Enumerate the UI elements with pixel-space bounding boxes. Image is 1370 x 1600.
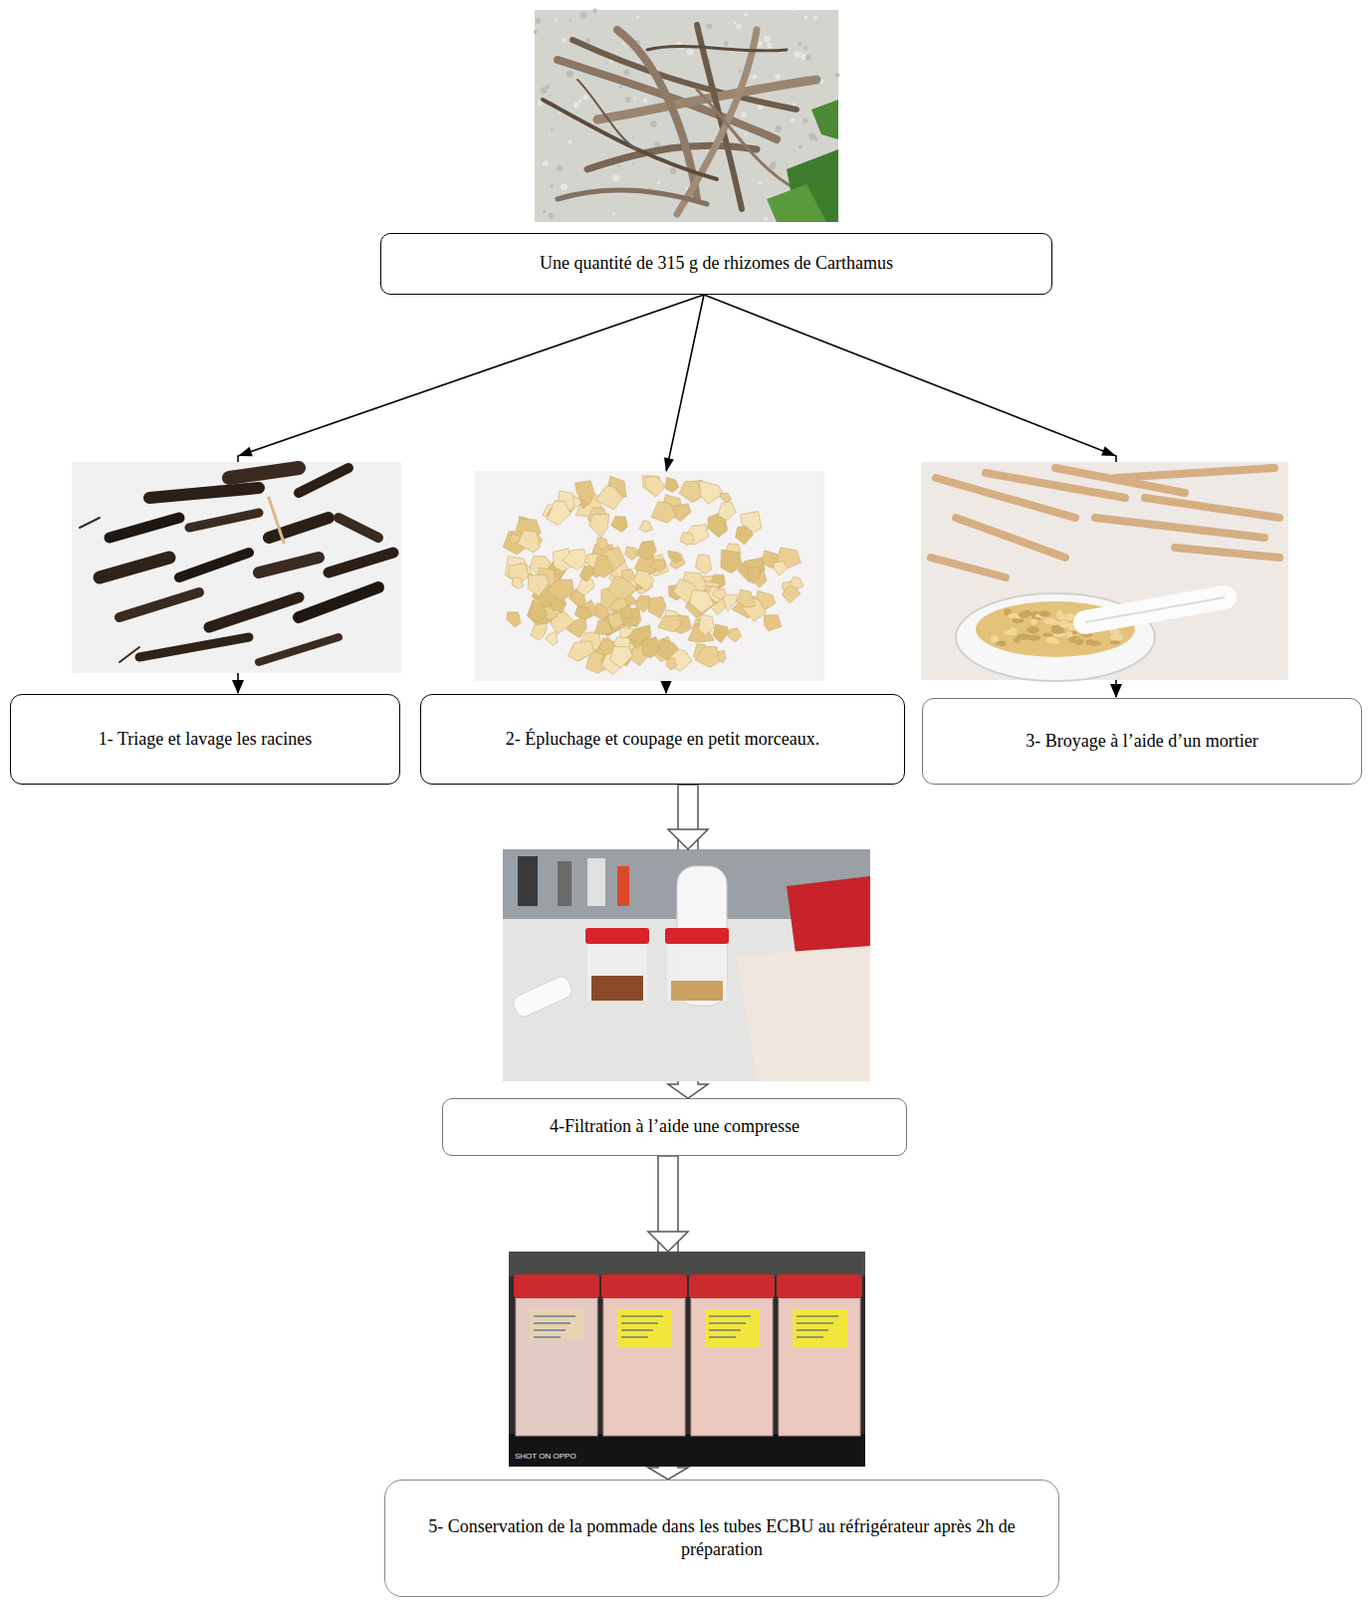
washed-roots-photo [71, 461, 402, 674]
step-text: 4-Filtration à l’aide une compresse [549, 1115, 800, 1139]
step-text: 1- Triage et lavage les racines [98, 727, 312, 751]
mortar-photo [920, 461, 1289, 682]
ointment-tubes-photo [508, 1251, 866, 1467]
step-text: 3- Broyage à l’aide d’un mortier [1025, 729, 1258, 753]
photo-arrowhead [237, 446, 1117, 1252]
process-box: 3- Broyage à l’aide d’un mortier [921, 697, 1363, 785]
process-box: 1- Triage et lavage les racines [9, 693, 401, 785]
process-box: 4-Filtration à l’aide une compresse [442, 1098, 908, 1156]
step-text: 2- Épluchage et coupage en petit morceau… [505, 727, 820, 751]
rhizome-photo [533, 7, 841, 223]
source-box: Une quantité de 315 g de rhizomes de Car… [380, 232, 1053, 295]
sliced-root-photo [474, 470, 825, 682]
watermark: SHOT ON OPPO [514, 1451, 577, 1461]
filtration-photo [502, 849, 871, 1082]
process-box: 5- Conservation de la pommade dans les t… [384, 1479, 1060, 1598]
step-text: Une quantité de 315 g de rhizomes de Car… [539, 251, 894, 275]
step-text: 5- Conservation de la pommade dans les t… [399, 1515, 1045, 1563]
process-box: 2- Épluchage et coupage en petit morceau… [420, 693, 906, 785]
